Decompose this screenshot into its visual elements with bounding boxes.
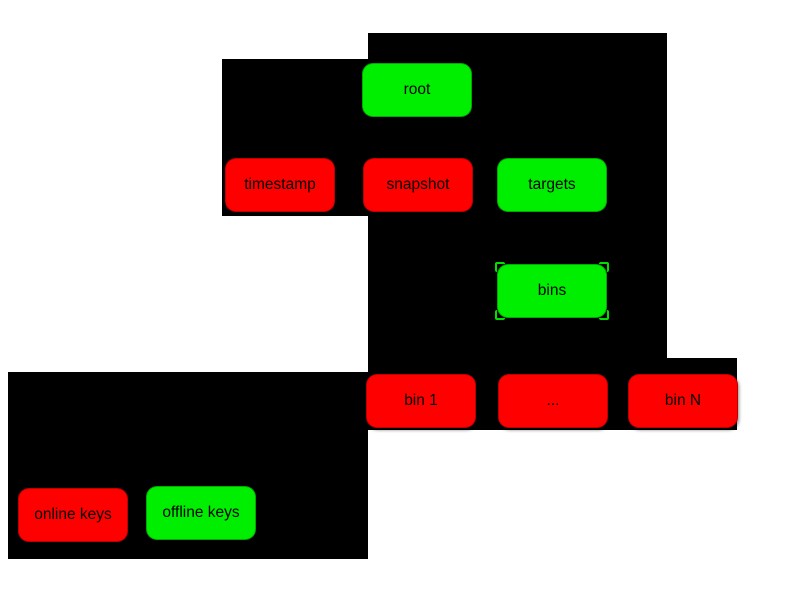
node-bins-label: bins <box>537 282 567 299</box>
node-timestamp[interactable]: timestamp <box>225 158 335 212</box>
node-snapshot-label: snapshot <box>386 176 450 193</box>
legend-online-keys-label: online keys <box>34 506 112 523</box>
legend-offline-keys[interactable]: offline keys <box>146 486 256 540</box>
node-bin-1-label: bin 1 <box>404 392 438 409</box>
node-bin-n-label: bin N <box>664 392 702 409</box>
node-bins[interactable]: bins <box>495 262 609 320</box>
legend-offline-keys-label: offline keys <box>162 504 240 521</box>
node-timestamp-label: timestamp <box>244 176 316 193</box>
node-root[interactable]: root <box>362 63 472 117</box>
node-targets[interactable]: targets <box>497 158 607 212</box>
node-bin-ellipsis-label: ... <box>546 392 560 409</box>
node-bin-1[interactable]: bin 1 <box>366 374 476 428</box>
legend-online-keys[interactable]: online keys <box>18 488 128 542</box>
node-targets-label: targets <box>528 176 576 193</box>
node-root-label: root <box>403 81 431 98</box>
node-bin-ellipsis[interactable]: ... <box>498 374 608 428</box>
node-snapshot[interactable]: snapshot <box>363 158 473 212</box>
node-bin-n[interactable]: bin N <box>628 374 738 428</box>
